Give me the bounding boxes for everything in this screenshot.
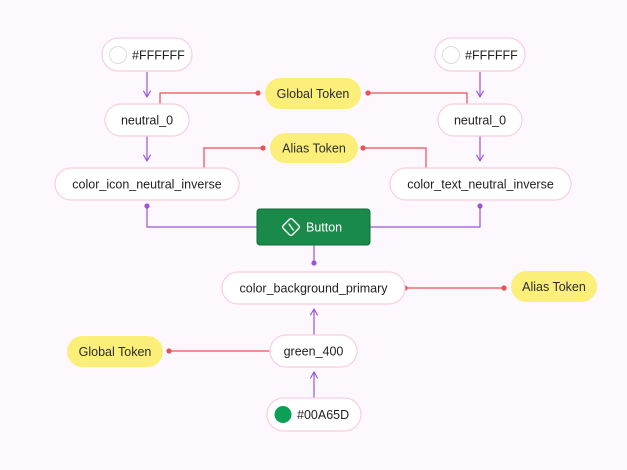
tag-global-top-label: Global Token [277, 87, 350, 101]
connector-icon-to-button [146, 206, 258, 228]
tag-alias-top-label: Alias Token [282, 142, 346, 156]
tag-alias-right-label: Alias Token [522, 280, 586, 294]
button-label: Button [306, 221, 342, 235]
node-green-hex: #00A65D [266, 397, 362, 432]
white-swatch-icon [109, 46, 127, 64]
dot-text-connector [477, 203, 483, 209]
node-green-400: green_400 [269, 334, 358, 368]
node-icon-neutral-inverse-label: color_icon_neutral_inverse [72, 178, 221, 192]
tag-global-left: Global Token [67, 336, 163, 367]
node-neutral-left-label: neutral_0 [121, 114, 173, 128]
connector-neutral-left-to-global [159, 92, 258, 104]
connector-text-to-button [370, 206, 481, 228]
node-white-right-label: #FFFFFF [465, 49, 518, 63]
node-white-left-label: #FFFFFF [132, 49, 185, 63]
node-green-hex-label: #00A65D [297, 408, 349, 422]
dot-global-top-left [255, 90, 261, 96]
dot-icon-connector [144, 203, 150, 209]
dot-alias-top-left [260, 145, 266, 151]
component-diamond-icon [281, 217, 301, 237]
dot-green400-global-end [166, 348, 172, 354]
node-neutral-right: neutral_0 [437, 103, 523, 137]
node-white-right: #FFFFFF [434, 37, 526, 72]
connectors [143, 72, 507, 398]
tag-global-top: Global Token [265, 78, 361, 109]
node-text-neutral-inverse: color_text_neutral_inverse [389, 167, 572, 201]
node-neutral-right-label: neutral_0 [454, 114, 506, 128]
dot-global-top-right [365, 90, 371, 96]
node-text-neutral-inverse-label: color_text_neutral_inverse [407, 178, 554, 192]
node-green-400-label: green_400 [284, 345, 344, 359]
dot-alias-top-right [360, 145, 366, 151]
connector-text-to-alias [363, 147, 427, 168]
node-neutral-left: neutral_0 [104, 103, 190, 137]
white-swatch-icon [442, 46, 460, 64]
node-icon-neutral-inverse: color_icon_neutral_inverse [54, 167, 240, 201]
button-component: Button [256, 208, 371, 246]
connector-icon-to-alias [203, 147, 263, 168]
connector-neutral-right-to-global [368, 92, 468, 104]
node-bg-primary-label: color_background_primary [240, 282, 389, 296]
tag-alias-right: Alias Token [511, 271, 597, 302]
tag-alias-top: Alias Token [270, 133, 358, 163]
tag-global-left-label: Global Token [79, 345, 152, 359]
green-swatch-icon [274, 406, 292, 423]
node-bg-primary: color_background_primary [221, 271, 406, 305]
node-white-left: #FFFFFF [101, 37, 193, 72]
dot-button-connector [311, 260, 317, 266]
dot-bg-alias-end [501, 285, 507, 291]
